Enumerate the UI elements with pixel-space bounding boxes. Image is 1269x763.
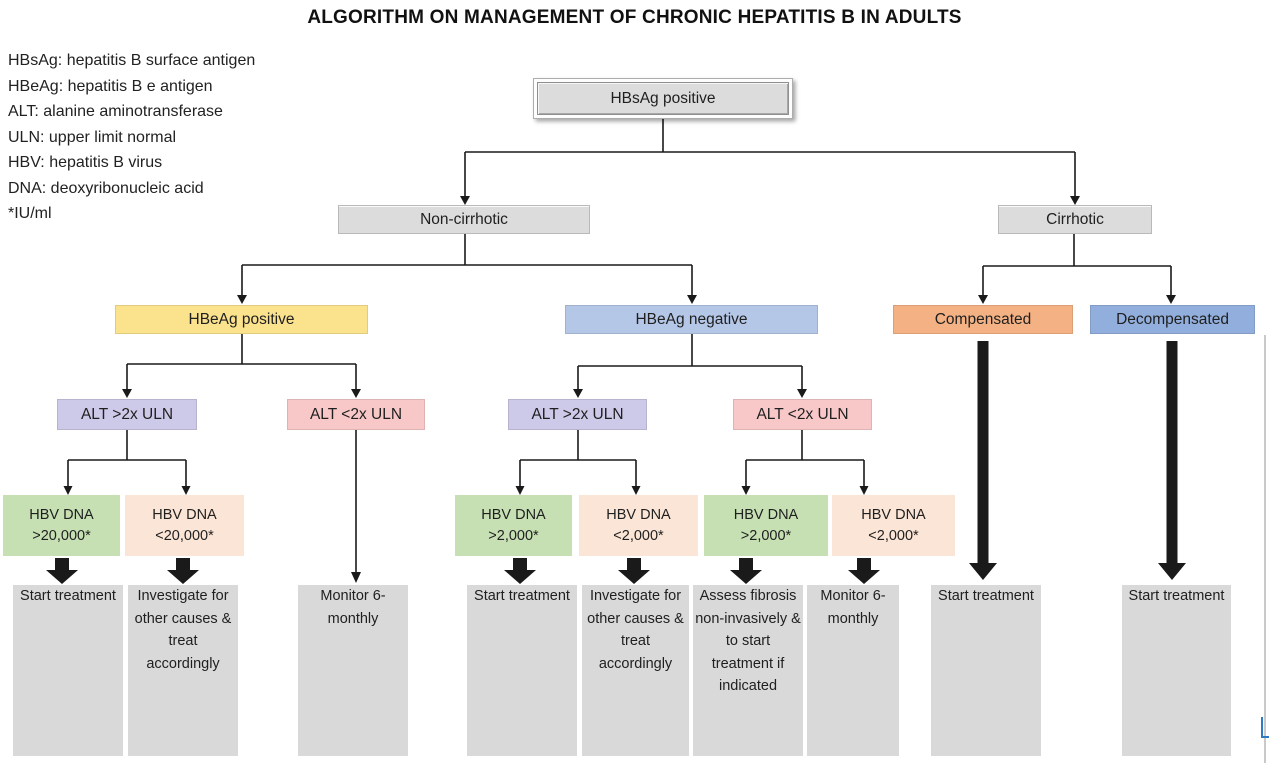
hbv-dna-threshold: >2,000* <box>488 527 539 544</box>
legend-item: DNA: deoxyribonucleic acid <box>8 179 204 197</box>
node-alt-gt2x-uln-1: ALT >2x ULN <box>57 399 197 430</box>
outcome-start-treatment-4: Start treatment <box>1122 585 1231 756</box>
node-hbv-dna-gt20000: HBV DNA >20,000* <box>3 495 120 556</box>
outcome-label: Start treatment <box>20 588 116 604</box>
node-hbv-dna-gt2000-a: HBV DNA >2,000* <box>455 495 572 556</box>
outcome-label: Investigate for other causes & treat acc… <box>134 588 232 672</box>
legend-item: HBsAg: hepatitis B surface antigen <box>8 52 256 69</box>
page-edge-line <box>1264 335 1266 763</box>
hbv-dna-label: HBV DNA <box>29 506 94 523</box>
hbv-dna-threshold: >2,000* <box>740 527 792 544</box>
hbv-dna-threshold: <2,000* <box>868 527 919 544</box>
legend-item: HBeAg: hepatitis B e antigen <box>8 77 213 95</box>
hbv-dna-threshold: <2,000* <box>613 527 664 544</box>
page-title: ALGORITHM ON MANAGEMENT OF CHRONIC HEPAT… <box>307 7 962 28</box>
outcome-label: Assess fibrosis non-invasively & to star… <box>695 588 801 694</box>
hbv-dna-label: HBV DNA <box>606 506 671 523</box>
outcome-monitor-1: Monitor 6-monthly <box>298 585 408 756</box>
node-hbv-dna-lt2000-a: HBV DNA <2,000* <box>579 495 698 556</box>
arrowheads <box>46 196 1186 584</box>
node-hbv-dna-lt20000: HBV DNA <20,000* <box>125 495 244 556</box>
legend-item: *IU/ml <box>8 205 52 222</box>
node-non-cirrhotic: Non-cirrhotic <box>338 205 590 234</box>
anchor-mark-tick <box>1261 736 1269 738</box>
node-alt-lt2x-uln-1: ALT <2x ULN <box>287 399 425 430</box>
node-alt-lt2x-uln-2: ALT <2x ULN <box>733 399 872 430</box>
outcome-label: Start treatment <box>474 588 570 604</box>
hbv-dna-threshold: <20,000* <box>155 527 214 544</box>
node-hbv-dna-lt2000-b: HBV DNA <2,000* <box>832 495 955 556</box>
legend-item: ALT: alanine aminotransferase <box>8 103 223 120</box>
outcome-investigate-1: Investigate for other causes & treat acc… <box>128 585 238 756</box>
legend-item: HBV: hepatitis B virus <box>8 154 163 171</box>
hbv-dna-label: HBV DNA <box>861 506 926 523</box>
outcome-label: Start treatment <box>1128 588 1225 604</box>
node-compensated: Compensated <box>893 305 1073 334</box>
anchor-mark <box>1261 717 1263 738</box>
outcome-label: Monitor 6-monthly <box>820 588 886 627</box>
legend-item: ULN: upper limit normal <box>8 128 177 146</box>
node-hbsag-positive: HBsAg positive <box>533 78 793 119</box>
outcome-monitor-2: Monitor 6-monthly <box>807 585 899 756</box>
outcome-start-treatment-1: Start treatment <box>13 585 123 756</box>
node-cirrhotic: Cirrhotic <box>998 205 1152 234</box>
node-decompensated: Decompensated <box>1090 305 1255 334</box>
node-alt-gt2x-uln-2: ALT >2x ULN <box>508 399 647 430</box>
outcome-label: Start treatment <box>938 588 1034 604</box>
node-hbeag-positive: HBeAg positive <box>115 305 368 334</box>
outcome-label: Investigate for other causes & treat acc… <box>587 588 684 672</box>
node-hbsag-positive-label: HBsAg positive <box>537 82 789 115</box>
node-hbv-dna-gt2000-b: HBV DNA >2,000* <box>704 495 828 556</box>
node-hbeag-negative: HBeAg negative <box>565 305 818 334</box>
hbv-dna-label: HBV DNA <box>152 506 217 523</box>
hbv-dna-label: HBV DNA <box>733 506 799 523</box>
outcome-label: Monitor 6-monthly <box>320 588 386 627</box>
outcome-assess-fibrosis: Assess fibrosis non-invasively & to star… <box>693 585 803 756</box>
hbv-dna-label: HBV DNA <box>481 506 546 523</box>
abbreviation-legend: HBsAg: hepatitis B surface antigen HBeAg… <box>8 48 255 227</box>
outcome-start-treatment-3: Start treatment <box>931 585 1041 756</box>
outcome-investigate-2: Investigate for other causes & treat acc… <box>582 585 689 756</box>
outcome-start-treatment-2: Start treatment <box>467 585 577 756</box>
hbv-dna-threshold: >20,000* <box>32 527 91 544</box>
